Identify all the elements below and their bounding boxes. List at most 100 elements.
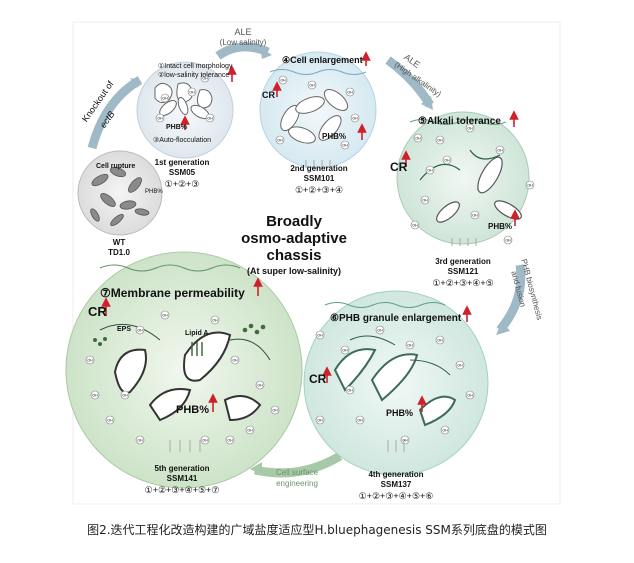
g3-phb: PHB% [488,222,513,231]
g2-trait: ④Cell enlargement [282,55,363,65]
surface-sub: engineering [276,479,318,488]
oh-bubble-label: OH [427,169,433,173]
gen5-waves [99,264,241,272]
oh-bubble-label: OH [227,439,233,443]
oh-bubble [465,123,475,133]
gen2-cells [280,89,349,144]
oh-bubble [135,325,145,335]
oh-bubble-label: OH [317,334,323,338]
oh-bubble [465,390,475,400]
g2-strain: SSM101 [303,174,335,183]
g1-phb: PHB% [166,124,188,131]
oh-bubble [470,210,480,220]
oh-bubble-label: OH [347,91,353,95]
oh-bubble [435,335,445,345]
oh-bubble [90,390,100,400]
oh-bubble [345,87,355,97]
gen2-waves [269,69,367,75]
oh-bubble-label: OH [352,117,358,121]
oh-bubble-label: OH [442,429,448,433]
oh-bubble [425,165,435,175]
eps-dots [93,323,266,346]
oh-bubble-label: OH [257,384,263,388]
oh-bubble [375,325,385,335]
g5-cr: CR [88,304,107,319]
oh-bubble [410,220,420,230]
g5-strain: SSM141 [166,474,198,483]
oh-bubble-label: OH [467,394,473,398]
oh-bubble-label: OH [357,419,363,423]
oh-bubble-label: OH [317,419,323,423]
oh-bubble-label: OH [342,144,348,148]
oh-bubble [413,133,423,143]
oh-bubble-label: OH [497,149,503,153]
oh-bubble [245,425,255,435]
oh-bubble [420,195,430,205]
oh-bubble [315,415,325,425]
oh-bubble-label: OH [472,214,478,218]
wt-rupture: Cell rupture [96,163,136,170]
wt-name: WT [112,238,126,247]
g4-combo: ①+②+③+④+⑤+⑥ [358,491,434,501]
figure-caption: 图2.迭代工程化改造构建的广域盐度适应型H.bluephagenesis SSM… [87,523,547,537]
gen4-cells [333,335,457,427]
oh-bubble [405,340,415,350]
oh-bubble-label: OH [202,439,208,443]
wt-strain: TD1.0 [108,248,130,257]
surface-label: Cell surface [275,468,319,477]
oh-bubble [225,435,235,445]
oh-bubble-label: OH [402,439,408,443]
oh-bubble [120,390,130,400]
gen3-waves [409,119,507,125]
g5-lipid: Lipid A [185,330,209,337]
oh-bubble [495,145,505,155]
oh-bubble-label: OH [137,439,143,443]
g5-combo: ①+②+③+④+⑤+⑦ [144,485,220,495]
arrow-phb-head [496,321,510,335]
center-title-line2: osmo-adaptive [241,230,347,247]
drain-arrows [169,160,477,452]
oh-bubble [442,155,452,165]
g5-gen: 5th generation [154,464,210,473]
oh-bubble-label: OH [207,117,213,121]
oh-bubble [400,435,410,445]
oh-bubble [440,425,450,435]
oh-bubble [503,235,513,245]
oh-bubble-label: OH [527,184,533,188]
gen5-cells [99,323,271,422]
oh-bubble-label: OH [407,344,413,348]
oh-bubble-label: OH [162,314,168,318]
oh-bubble [270,405,280,415]
oh-bubble-label: OH [280,79,286,83]
g5-trait: ⑦Membrane permeability [100,286,245,300]
oh-bubble-label: OH [377,329,383,333]
g4-strain: SSM137 [380,480,412,489]
oh-bubble [135,435,145,445]
g4-gen: 4th generation [368,470,424,479]
oh-bubble [345,385,355,395]
g2-combo: ①+②+③+④ [294,185,344,195]
oh-bubble-label: OH [202,77,208,81]
oh-bubble [85,355,95,365]
g5-eps: EPS [117,326,132,333]
arrow-ale-low-head [260,47,272,59]
wt-phb: PHB% [145,189,163,195]
oh-bubble [160,310,170,320]
oh-bubble [255,380,265,390]
oh-bubble-label: OH [437,339,443,343]
oh-bubble-label: OH [212,319,218,323]
oh-bubble-label: OH [162,97,168,101]
oh-bubble-label: OH [122,394,128,398]
g4-phb: PHB% [386,408,414,418]
oh-bubble [355,415,365,425]
lipid-a-icon [191,342,203,356]
g3-cr: CR [390,160,408,174]
wt-cells [90,166,150,227]
oh-bubble-label: OH [505,239,511,243]
arrow-ale-high-head [421,96,433,110]
oh-bubble [105,415,115,425]
oh-bubble-label: OH [457,364,463,368]
oh-bubble [525,180,535,190]
